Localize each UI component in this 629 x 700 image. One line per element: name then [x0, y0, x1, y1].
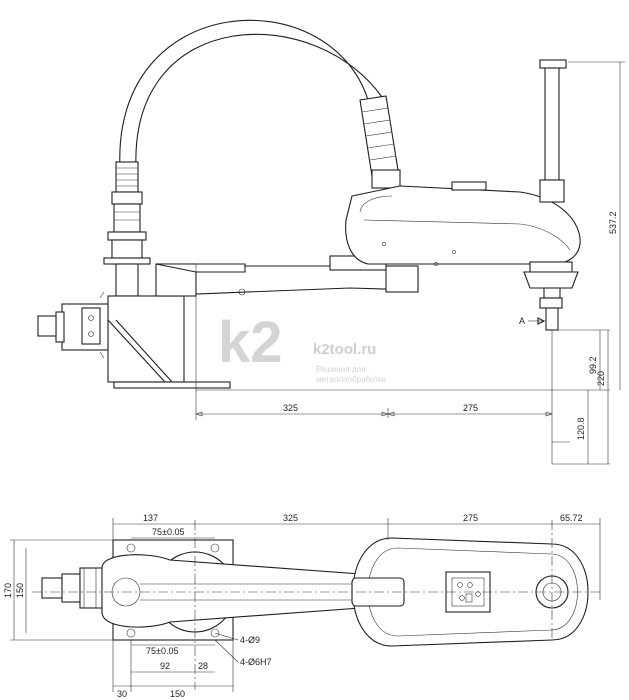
first-arm — [155, 255, 419, 297]
top-connector — [41, 567, 105, 609]
cable-hose — [103, 19, 401, 297]
dim-top-65-72: 65.72 — [560, 513, 583, 523]
watermark-tagline-1: Решения для — [316, 365, 365, 374]
view-marker-label: A — [519, 316, 525, 326]
dim-width-92: 92 — [160, 661, 170, 671]
dim-height-150: 150 — [15, 583, 25, 598]
top-dims-bottom: 75±0.05 4-Ø9 4-Ø6H7 92 28 30 150 — [112, 632, 272, 699]
view-marker: A — [519, 316, 546, 326]
watermark-site: k2tool.ru — [313, 341, 376, 358]
top-view: 137 325 275 65.72 75±0.05 170 150 75±0.0… — [3, 513, 601, 699]
dim-537-2: 537.2 — [608, 211, 618, 234]
dim-offset-30: 30 — [117, 689, 127, 699]
dim-side-275: 275 — [463, 403, 478, 413]
dim-side-325: 325 — [283, 403, 298, 413]
second-arm — [345, 59, 581, 331]
dim-hole-spacing-top: 75±0.05 — [152, 527, 184, 537]
dim-width-28: 28 — [198, 661, 208, 671]
dim-99-2: 99.2 — [588, 356, 598, 374]
top-first-arm — [101, 554, 385, 628]
side-view: A 325 275 537.2 99.2 220 120 — [37, 19, 625, 465]
dim-120-8: 120.8 — [576, 417, 586, 440]
watermark: k2 k2tool.ru Решения для металлообработк… — [218, 310, 386, 384]
top-dims-row: 137 325 275 65.72 75±0.05 — [112, 513, 601, 600]
watermark-tagline-2: металлообработки — [316, 375, 386, 384]
dim-pin-holes: 4-Ø6H7 — [240, 657, 272, 667]
dim-top-325: 325 — [283, 513, 298, 523]
top-dims-left: 170 150 — [3, 539, 113, 641]
dim-hole-spacing-bottom: 75±0.05 — [146, 646, 178, 656]
side-dims-horizontal: 325 275 — [195, 403, 553, 418]
dim-top-275: 275 — [463, 513, 478, 523]
dim-top-137: 137 — [143, 513, 158, 523]
dim-220: 220 — [596, 371, 606, 386]
robot-base — [37, 291, 231, 389]
dim-width-150: 150 — [170, 689, 185, 699]
dim-mount-holes: 4-Ø9 — [240, 635, 260, 645]
watermark-logo: k2 — [218, 310, 283, 375]
side-dims-vertical: 537.2 99.2 220 120.8 — [576, 62, 621, 464]
dim-height-170: 170 — [3, 583, 13, 598]
